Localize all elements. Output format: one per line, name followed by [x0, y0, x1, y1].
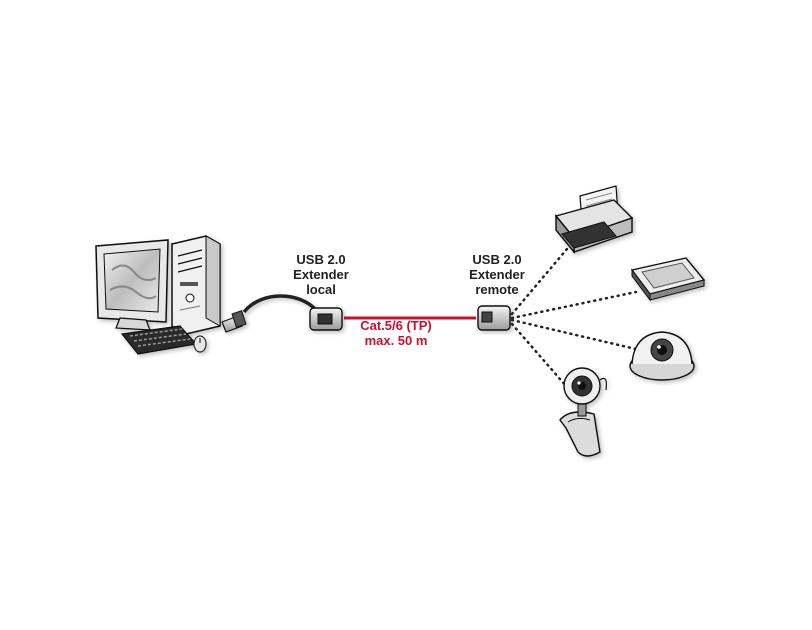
dome-camera-icon	[629, 331, 695, 381]
cable-label: Cat.5/6 (TP) max. 50 m	[336, 318, 456, 348]
webcam-icon	[559, 367, 607, 457]
local-extender-line2: Extender	[293, 267, 349, 282]
remote-extender-line2: Extender	[469, 267, 525, 282]
printer-icon	[554, 185, 634, 254]
scanner-icon	[630, 257, 706, 302]
usb-extender-remote-icon	[477, 305, 511, 331]
remote-extender-line3: remote	[475, 282, 519, 297]
remote-extender-line1: USB 2.0	[472, 252, 522, 267]
remote-extender-label: USB 2.0 Extender remote	[452, 252, 542, 297]
local-extender-line1: USB 2.0	[296, 252, 346, 267]
local-extender-line3: local	[306, 282, 336, 297]
cable-type: Cat.5/6 (TP)	[360, 318, 432, 333]
computer-icon	[95, 235, 221, 355]
usb-extender-local-icon	[221, 294, 343, 333]
cable-max-length: max. 50 m	[364, 333, 428, 348]
local-extender-label: USB 2.0 Extender local	[276, 252, 366, 297]
